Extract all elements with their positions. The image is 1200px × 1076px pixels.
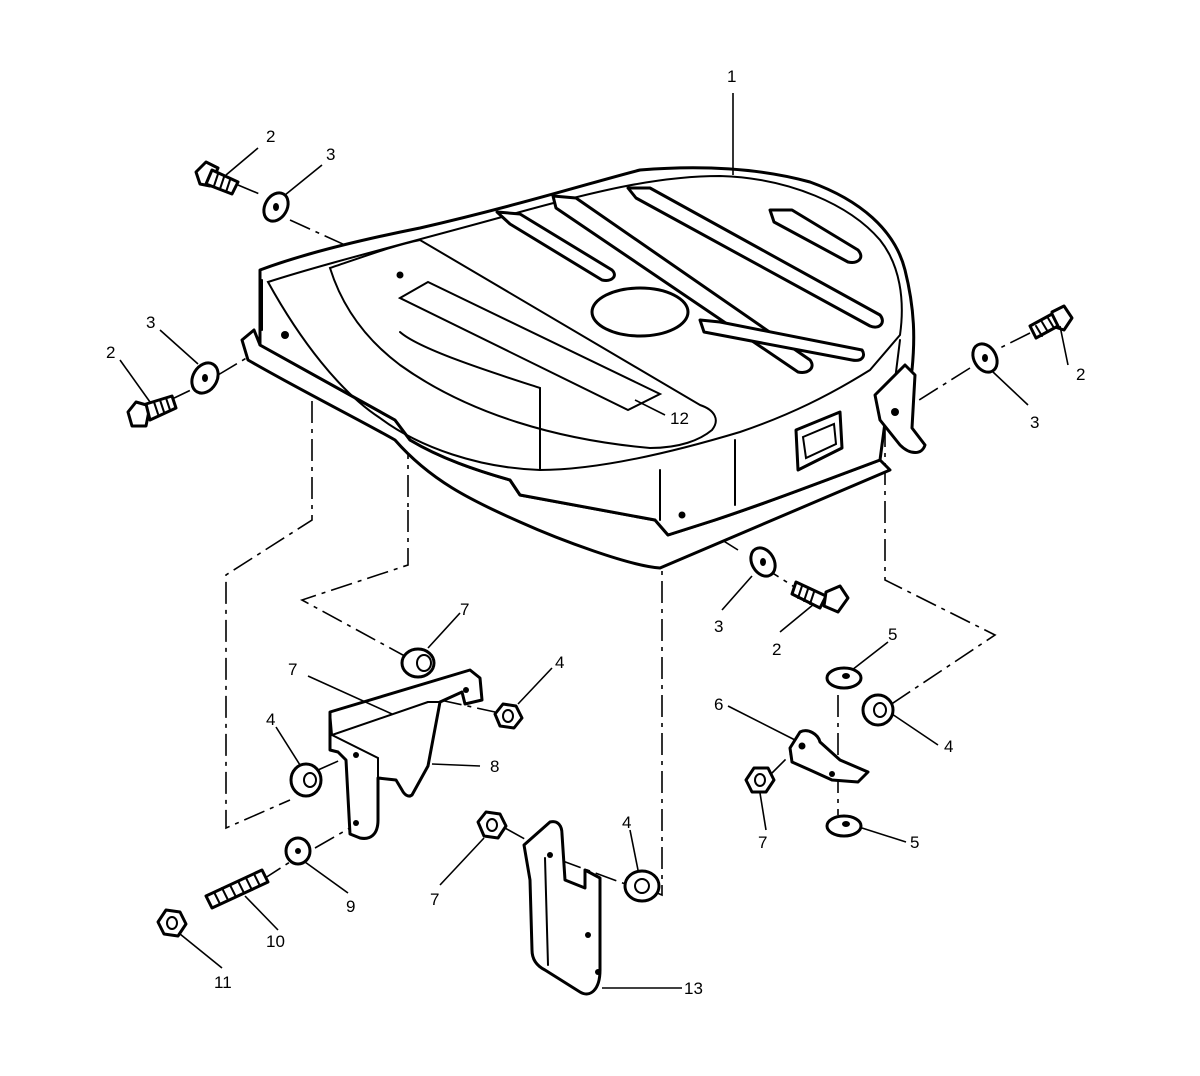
l-bracket [328, 668, 484, 840]
belt-guard-cover [240, 166, 927, 570]
washer-right-lower [825, 814, 863, 838]
nut-stud [156, 908, 188, 938]
washer-stud [284, 836, 312, 866]
threaded-stud [204, 868, 270, 910]
callout-10: 10 [266, 932, 285, 951]
callout-3: 3 [714, 617, 723, 636]
callout-7: 7 [430, 890, 439, 909]
callout-5: 5 [888, 625, 897, 644]
callout-4: 4 [622, 813, 631, 832]
callout-6: 6 [714, 695, 723, 714]
screw-bottom-right [790, 580, 850, 614]
callout-2: 2 [266, 127, 275, 146]
nut-right [744, 766, 776, 794]
callout-8: 8 [490, 757, 499, 776]
screw-right [1028, 304, 1074, 340]
callout-4: 4 [944, 737, 953, 756]
callout-7: 7 [288, 660, 297, 679]
washer-bottom-right [749, 546, 777, 578]
washer-right-upper [825, 666, 863, 690]
washer-right [971, 342, 999, 374]
washer-left [190, 361, 220, 395]
callout-3: 3 [326, 145, 335, 164]
callout-numbers: 1 2 3 3 2 2 3 12 3 2 7 7 4 4 8 9 10 11 7… [106, 67, 1085, 998]
leader-lines [119, 93, 1069, 989]
callout-2: 2 [106, 343, 115, 362]
screw-left [126, 394, 178, 428]
right-mounting-tab [873, 363, 927, 454]
nut-lower-middle [476, 810, 508, 840]
callout-11: 11 [214, 973, 232, 992]
callout-5: 5 [910, 833, 919, 852]
callout-7: 7 [758, 833, 767, 852]
label-plate [397, 280, 663, 412]
callout-9: 9 [346, 897, 355, 916]
callout-13: 13 [684, 979, 703, 998]
callout-4: 4 [555, 653, 564, 672]
screw-top-left [194, 160, 240, 196]
callout-2: 2 [772, 640, 781, 659]
spacer-left [289, 762, 323, 798]
callout-12: 12 [670, 409, 689, 428]
spacer-upper [400, 647, 436, 679]
callout-3: 3 [146, 313, 155, 332]
mounting-plate [522, 820, 602, 996]
callout-3: 3 [1030, 413, 1039, 432]
washer-top-left [262, 191, 290, 223]
inspection-hole [590, 286, 690, 338]
callout-2: 2 [1076, 365, 1085, 384]
callout-4: 4 [266, 710, 275, 729]
spacer-right [861, 693, 895, 727]
callout-7: 7 [460, 600, 469, 619]
small-bracket [788, 729, 870, 784]
callout-1: 1 [727, 67, 736, 86]
nut-right-of-bracket [493, 702, 524, 730]
spacer-lower-middle [623, 869, 661, 903]
